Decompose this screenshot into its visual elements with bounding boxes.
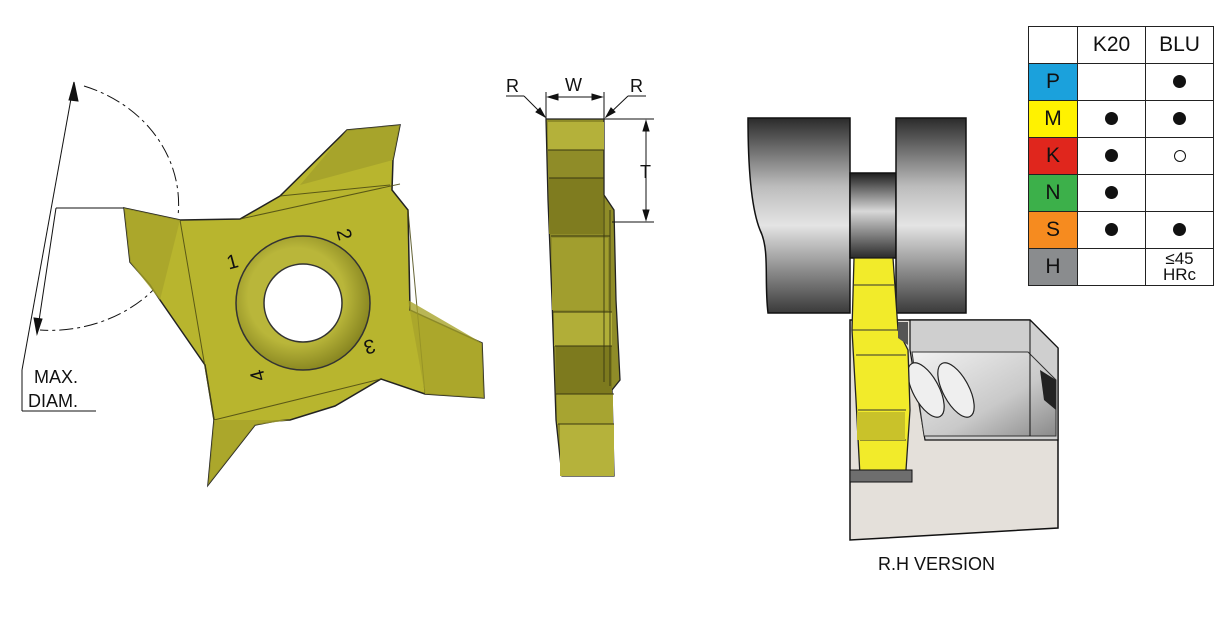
grade-table: K20 BLU P M K N S H ≤45 HRc [1028, 26, 1214, 286]
table-row: S [1028, 211, 1214, 249]
header-blu: BLU [1145, 26, 1214, 64]
material-cell-m: M [1028, 100, 1078, 138]
table-row: P [1028, 63, 1214, 101]
workpiece-left-flange [747, 117, 851, 314]
thickness-label: T [640, 162, 651, 182]
machining-illustration: R.H VERSION [747, 117, 1059, 574]
radius-label-left: R [506, 76, 519, 96]
grade-table-header: K20 BLU [1028, 26, 1214, 64]
blu-cell-n [1145, 174, 1214, 212]
center-hole [263, 263, 343, 343]
edge-number-3: 3 [361, 334, 377, 358]
header-k20: K20 [1077, 26, 1146, 64]
clamp-screw-1 [907, 362, 945, 418]
workpiece-hub [849, 172, 897, 259]
hardness-line1: ≤45 [1165, 249, 1194, 268]
filled-dot-icon [1105, 112, 1118, 125]
hardness-line2: HRc [1162, 265, 1197, 284]
clamp-screw-2 [937, 362, 975, 418]
edge-number-2: 2 [332, 226, 356, 242]
max-diam-label-line1: MAX. [34, 367, 78, 387]
k20-cell-n [1077, 174, 1146, 212]
material-cell-k: K [1028, 137, 1078, 175]
radius-label-right: R [630, 76, 643, 96]
header-empty-cell [1028, 26, 1078, 64]
table-row: H ≤45 HRc [1028, 248, 1214, 286]
k20-cell-h [1077, 248, 1146, 286]
material-cell-n: N [1028, 174, 1078, 212]
filled-dot-icon [1173, 112, 1186, 125]
material-cell-s: S [1028, 211, 1078, 249]
table-row: N [1028, 174, 1214, 212]
filled-dot-icon [1105, 186, 1118, 199]
max-diam-label-line2: DIAM. [28, 391, 78, 411]
material-cell-p: P [1028, 63, 1078, 101]
blu-cell-h: ≤45 HRc [1145, 248, 1214, 286]
k20-cell-s [1077, 211, 1146, 249]
filled-dot-icon [1105, 149, 1118, 162]
k20-cell-p [1077, 63, 1146, 101]
blu-cell-k [1145, 137, 1214, 175]
table-row: M [1028, 100, 1214, 138]
blu-cell-m [1145, 100, 1214, 138]
filled-dot-icon [1173, 223, 1186, 236]
open-circle-icon [1173, 150, 1186, 162]
filled-dot-icon [1105, 223, 1118, 236]
table-row: K [1028, 137, 1214, 175]
insert-top-view: 1 2 3 4 MAX. DIAM. [21, 81, 485, 488]
version-label: R.H VERSION [878, 554, 995, 574]
blu-cell-p [1145, 63, 1214, 101]
k20-cell-k [1077, 137, 1146, 175]
edge-number-1: 1 [224, 250, 240, 274]
material-cell-h: H [1028, 248, 1078, 286]
workpiece-right-flange [895, 117, 967, 314]
width-label: W [565, 75, 582, 95]
max-diameter-dimension [21, 81, 180, 412]
insert-side-view: R W R T [506, 75, 654, 477]
blu-cell-s [1145, 211, 1214, 249]
k20-cell-m [1077, 100, 1146, 138]
filled-dot-icon [1173, 75, 1186, 88]
edge-number-4: 4 [246, 367, 270, 383]
